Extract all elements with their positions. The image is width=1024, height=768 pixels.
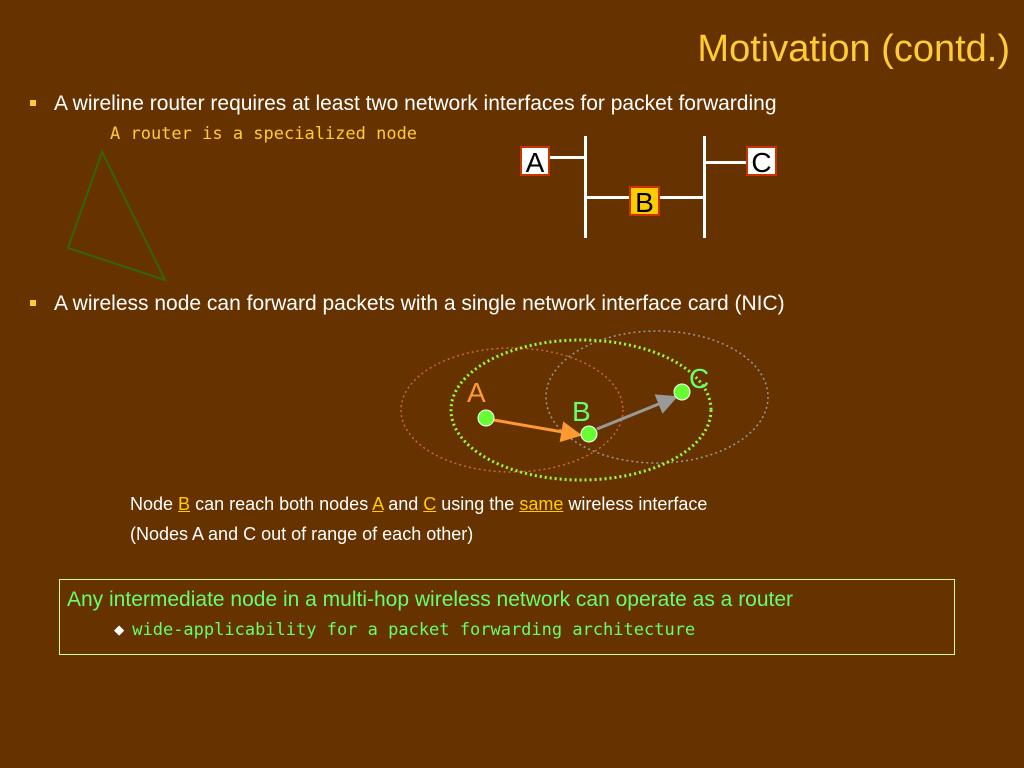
note-node-a: A [372,494,384,514]
conclusion-sub: ◆ wide-applicability for a packet forward… [114,620,695,640]
wireless-node-a [477,409,495,427]
wired-link-a [550,156,584,159]
triangle-shape [66,149,167,282]
bullet-marker-2 [30,300,36,306]
wired-link-c [706,161,746,164]
slide-title: Motivation (contd.) [697,28,1010,70]
router-note: A router is a specialized node [110,124,418,144]
note-same: same [519,494,564,514]
note-node-b: B [178,494,191,514]
conclusion-box [59,579,955,655]
wireless-node-c [673,383,691,401]
conclusion-sub-text: wide-applicability for a packet forwardi… [132,620,696,640]
wired-link-b-right [660,196,703,199]
conclusion-main: Any intermediate node in a multi-hop wir… [67,588,794,611]
range-circle-b [449,338,713,482]
wired-node-c: C [746,146,777,178]
wired-node-a: A [520,146,550,178]
arrow-a-to-b [487,417,583,443]
diamond-bullet-icon: ◆ [114,620,125,640]
note-part4: using the [436,494,520,514]
note-part3: and [383,494,424,514]
wireless-label-a: A [467,377,486,408]
wired-link-b-left [587,196,629,199]
note-part1: Node [130,494,179,514]
note-part5: wireless interface [563,494,708,514]
wired-bus-right [703,136,706,238]
reach-note: Node B can reach both nodes A and C usin… [130,494,707,515]
bullet-1-text: A wireline router requires at least two … [54,92,777,115]
wireless-diagram: A B C [400,330,769,482]
wireless-label-c: C [689,363,709,394]
note-part2: can reach both nodes [190,494,373,514]
bullet-2-text: A wireless node can forward packets with… [54,292,785,315]
wired-node-b: B [629,186,660,218]
arrow-b-to-c [596,394,678,431]
range-note: (Nodes A and C out of range of each othe… [130,524,474,544]
wireless-node-b [580,425,598,443]
wireless-label-b: B [572,396,591,427]
range-circle-c [545,330,769,464]
bullet-marker-1 [30,100,36,106]
wired-bus-left [584,136,587,238]
note-node-c: C [423,494,437,514]
range-circle-a [400,347,624,473]
